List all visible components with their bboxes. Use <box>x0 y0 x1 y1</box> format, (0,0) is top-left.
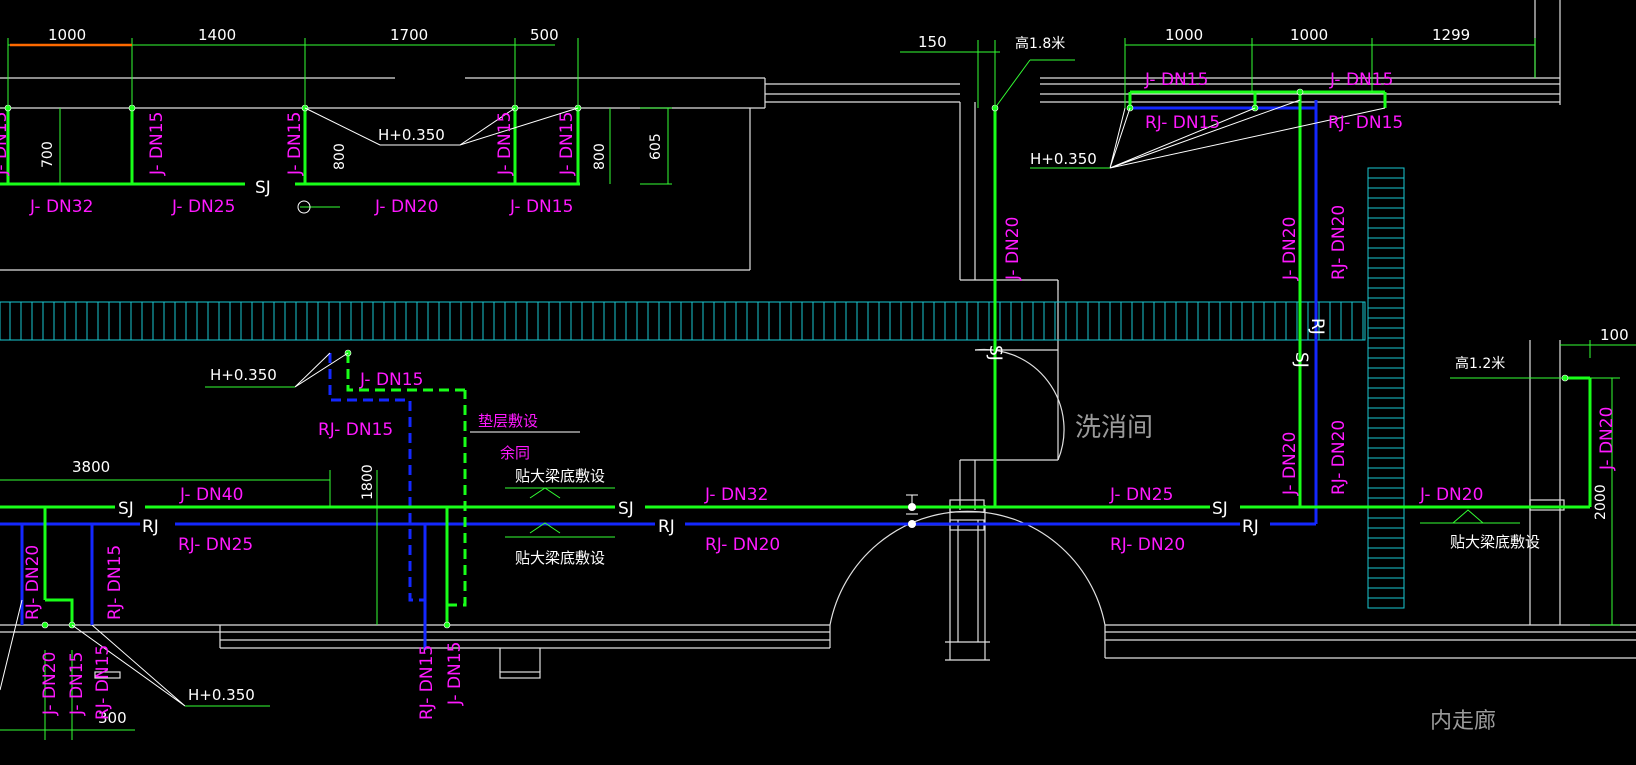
height-1-8m: 高1.8米 <box>1015 35 1065 52</box>
dim-top-1000: 1000 <box>48 26 86 44</box>
label-j-dn20-bl: J- DN20 <box>40 652 60 716</box>
annot-h0350-b: H+0.350 <box>1030 150 1097 168</box>
dim-1800: 1800 <box>360 464 376 500</box>
label-j-dn15-v3: J- DN15 <box>495 112 515 176</box>
dim-700: 700 <box>40 141 56 168</box>
beam-hatch <box>0 167 1405 609</box>
annot-beam-laying-1: 贴大梁底敷设 <box>515 467 605 485</box>
annot-beam-laying-3: 贴大梁底敷设 <box>1450 533 1540 551</box>
label-j-dn20-r1: J- DN20 <box>1280 217 1300 281</box>
room-corridor-label: 内走廊 <box>1430 709 1496 734</box>
label-j-dn32-main: J- DN32 <box>704 485 768 505</box>
marker-sj-r: SJ <box>1291 352 1311 368</box>
valve-symbols <box>906 494 918 528</box>
label-j-dn15-bl: J- DN15 <box>67 652 87 716</box>
label-j-dn40: J- DN40 <box>179 485 243 505</box>
marker-sj-2: SJ <box>618 499 634 519</box>
label-j-dn15-bot: J- DN15 <box>445 642 465 706</box>
label-rj-dn15-bl2: RJ- DN15 <box>93 645 113 720</box>
marker-sj-3: SJ <box>1212 499 1228 519</box>
dim-800b: 800 <box>592 143 608 170</box>
dim-605: 605 <box>648 133 664 160</box>
label-j-dn15-tr1: J- DN15 <box>1144 70 1208 90</box>
pipe-nodes <box>4 88 1569 629</box>
label-j-dn25-main: J- DN25 <box>1109 485 1173 505</box>
label-j-dn15-top: J- DN15 <box>509 197 573 217</box>
marker-sj-1: SJ <box>118 499 134 519</box>
label-rj-dn15-tr2: RJ- DN15 <box>1328 113 1403 133</box>
annot-beam-laying-2: 贴大梁底敷设 <box>515 549 605 567</box>
label-rj-dn20-bl: RJ- DN20 <box>23 545 43 620</box>
hot-water-pipes <box>0 100 1318 650</box>
dim-bottom-300: 300 <box>98 709 127 727</box>
marker-rj-2: RJ <box>658 517 675 537</box>
dim-top-1299: 1299 <box>1432 26 1470 44</box>
walls <box>0 0 1636 679</box>
annot-h0350-d: H+0.350 <box>188 686 255 704</box>
marker-rj-r: RJ <box>1307 318 1327 335</box>
dim-3800: 3800 <box>72 458 110 476</box>
label-rj-dn20-r1: RJ- DN20 <box>1329 205 1349 280</box>
dim-top-1400: 1400 <box>198 26 236 44</box>
dim-2000: 2000 <box>1593 484 1609 520</box>
room-wash-label: 洗消间 <box>1075 413 1153 443</box>
label-j-dn15-mid: J- DN15 <box>359 370 423 390</box>
label-rj-dn15-bl: RJ- DN15 <box>105 545 125 620</box>
label-rj-dn15-mid: RJ- DN15 <box>318 420 393 440</box>
dim-right-100: 100 <box>1600 326 1629 344</box>
node-symbol <box>297 200 311 214</box>
leader-lines <box>0 59 1565 707</box>
marker-sj-wash: SJ <box>985 345 1005 361</box>
marker-sj-top: SJ <box>255 178 271 198</box>
annot-remaining-same: 余同 <box>500 444 530 462</box>
annot-h0350-a: H+0.350 <box>378 126 445 144</box>
dim-top-1000c: 1000 <box>1290 26 1328 44</box>
label-j-dn15-tr2: J- DN15 <box>1329 70 1393 90</box>
dim-top-1700: 1700 <box>390 26 428 44</box>
label-rj-dn20-main2: RJ- DN20 <box>1110 535 1185 555</box>
marker-rj-3: RJ <box>1242 517 1259 537</box>
label-j-dn15-v1: J- DN15 <box>147 112 167 176</box>
marker-rj-1: RJ <box>142 517 159 537</box>
label-j-dn20-wash: J- DN20 <box>1003 217 1023 281</box>
label-j-dn15-v2: J- DN15 <box>285 112 305 176</box>
dim-800a: 800 <box>332 143 348 170</box>
label-j-dn20-right: J- DN20 <box>1597 407 1617 471</box>
label-j-dn15-v0: J- DN15 <box>0 112 11 176</box>
annot-h0350-c: H+0.350 <box>210 366 277 384</box>
dim-top-500: 500 <box>530 26 559 44</box>
label-j-dn20-top: J- DN20 <box>374 197 438 217</box>
dimension-lines <box>0 38 1636 740</box>
label-j-dn32-top: J- DN32 <box>29 197 93 217</box>
dim-top-150: 150 <box>918 33 947 51</box>
label-rj-dn15-tr1: RJ- DN15 <box>1145 113 1220 133</box>
height-1-2m: 高1.2米 <box>1455 355 1505 372</box>
label-j-dn15-v4: J- DN15 <box>557 112 577 176</box>
label-rj-dn20-main1: RJ- DN20 <box>705 535 780 555</box>
annot-padding-laying: 垫层敷设 <box>478 412 538 430</box>
label-j-dn25-top: J- DN25 <box>171 197 235 217</box>
dim-top-1000b: 1000 <box>1165 26 1203 44</box>
cold-water-pipes <box>0 90 1592 625</box>
label-rj-dn20-r2: RJ- DN20 <box>1329 420 1349 495</box>
label-rj-dn15-bot: RJ- DN15 <box>417 645 437 720</box>
label-j-dn20-far: J- DN20 <box>1419 485 1483 505</box>
label-rj-dn25: RJ- DN25 <box>178 535 253 555</box>
label-j-dn20-r2: J- DN20 <box>1280 432 1300 496</box>
